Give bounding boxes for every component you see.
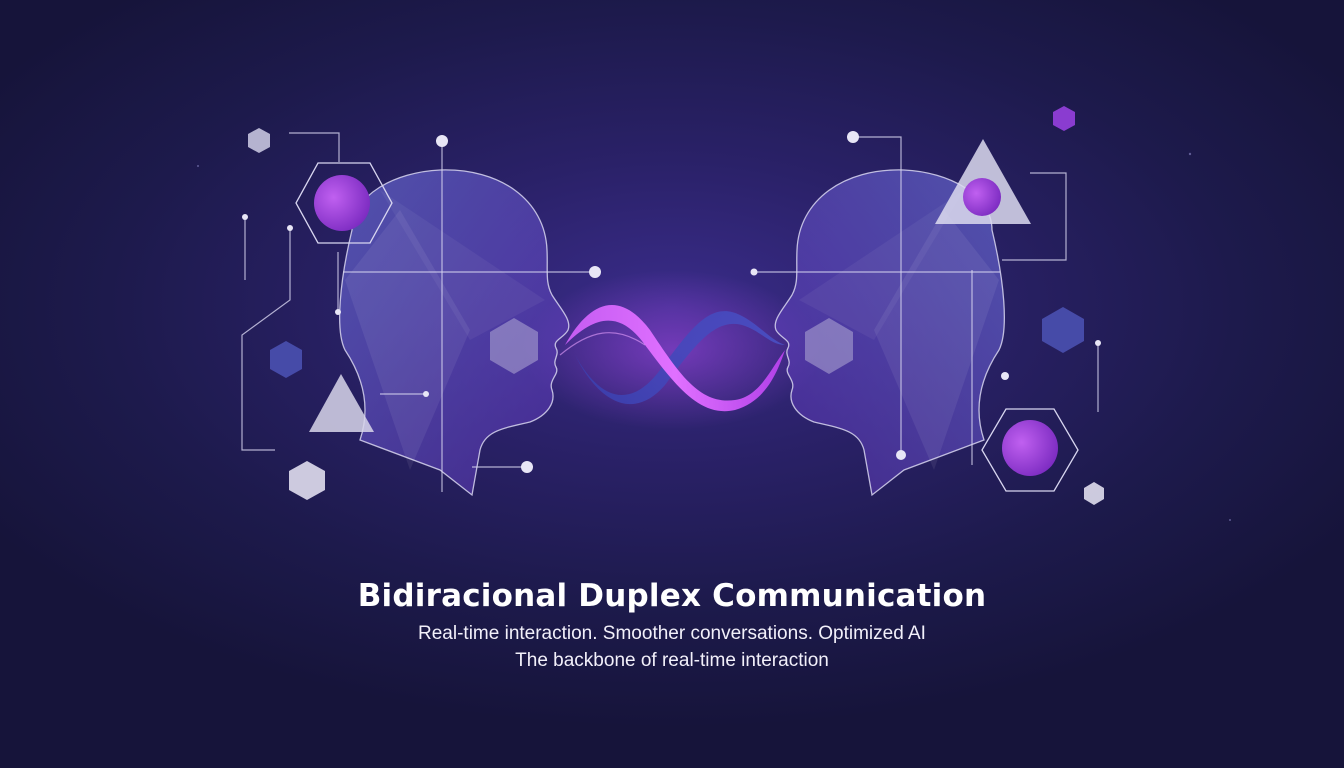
person-head-left-icon	[339, 169, 570, 497]
orb-icon	[314, 175, 370, 231]
wave-ribbon-icon	[559, 304, 785, 412]
right-guide-lines	[754, 136, 1099, 465]
left-shapes	[248, 128, 538, 500]
orb-icon	[963, 178, 1001, 216]
hexagon-icon	[270, 341, 302, 378]
orb-icon	[1002, 420, 1058, 476]
left-guide-lines	[241, 132, 595, 492]
tagline-line-2: The backbone of real-time interaction	[515, 650, 829, 671]
hexagon-icon	[1053, 106, 1075, 131]
person-head-right-icon	[774, 169, 1005, 497]
tagline-line-1: Real-time interaction. Smoother conversa…	[418, 623, 926, 644]
triangle-icon	[309, 374, 374, 432]
hexagon-icon	[1042, 307, 1084, 353]
hexagon-icon	[248, 128, 270, 153]
hexagon-icon	[805, 318, 853, 374]
hexagon-icon	[490, 318, 538, 374]
hexagon-outline-icon	[295, 162, 393, 244]
poster-title: Bidiracional Duplex Communication	[357, 578, 987, 614]
background-specks	[197, 152, 1231, 521]
hexagon-icon	[289, 461, 325, 500]
hexagon-icon	[1084, 482, 1104, 505]
right-shapes	[805, 106, 1104, 505]
circle-nodes	[242, 131, 1101, 473]
hexagon-outline-icon	[981, 408, 1079, 492]
